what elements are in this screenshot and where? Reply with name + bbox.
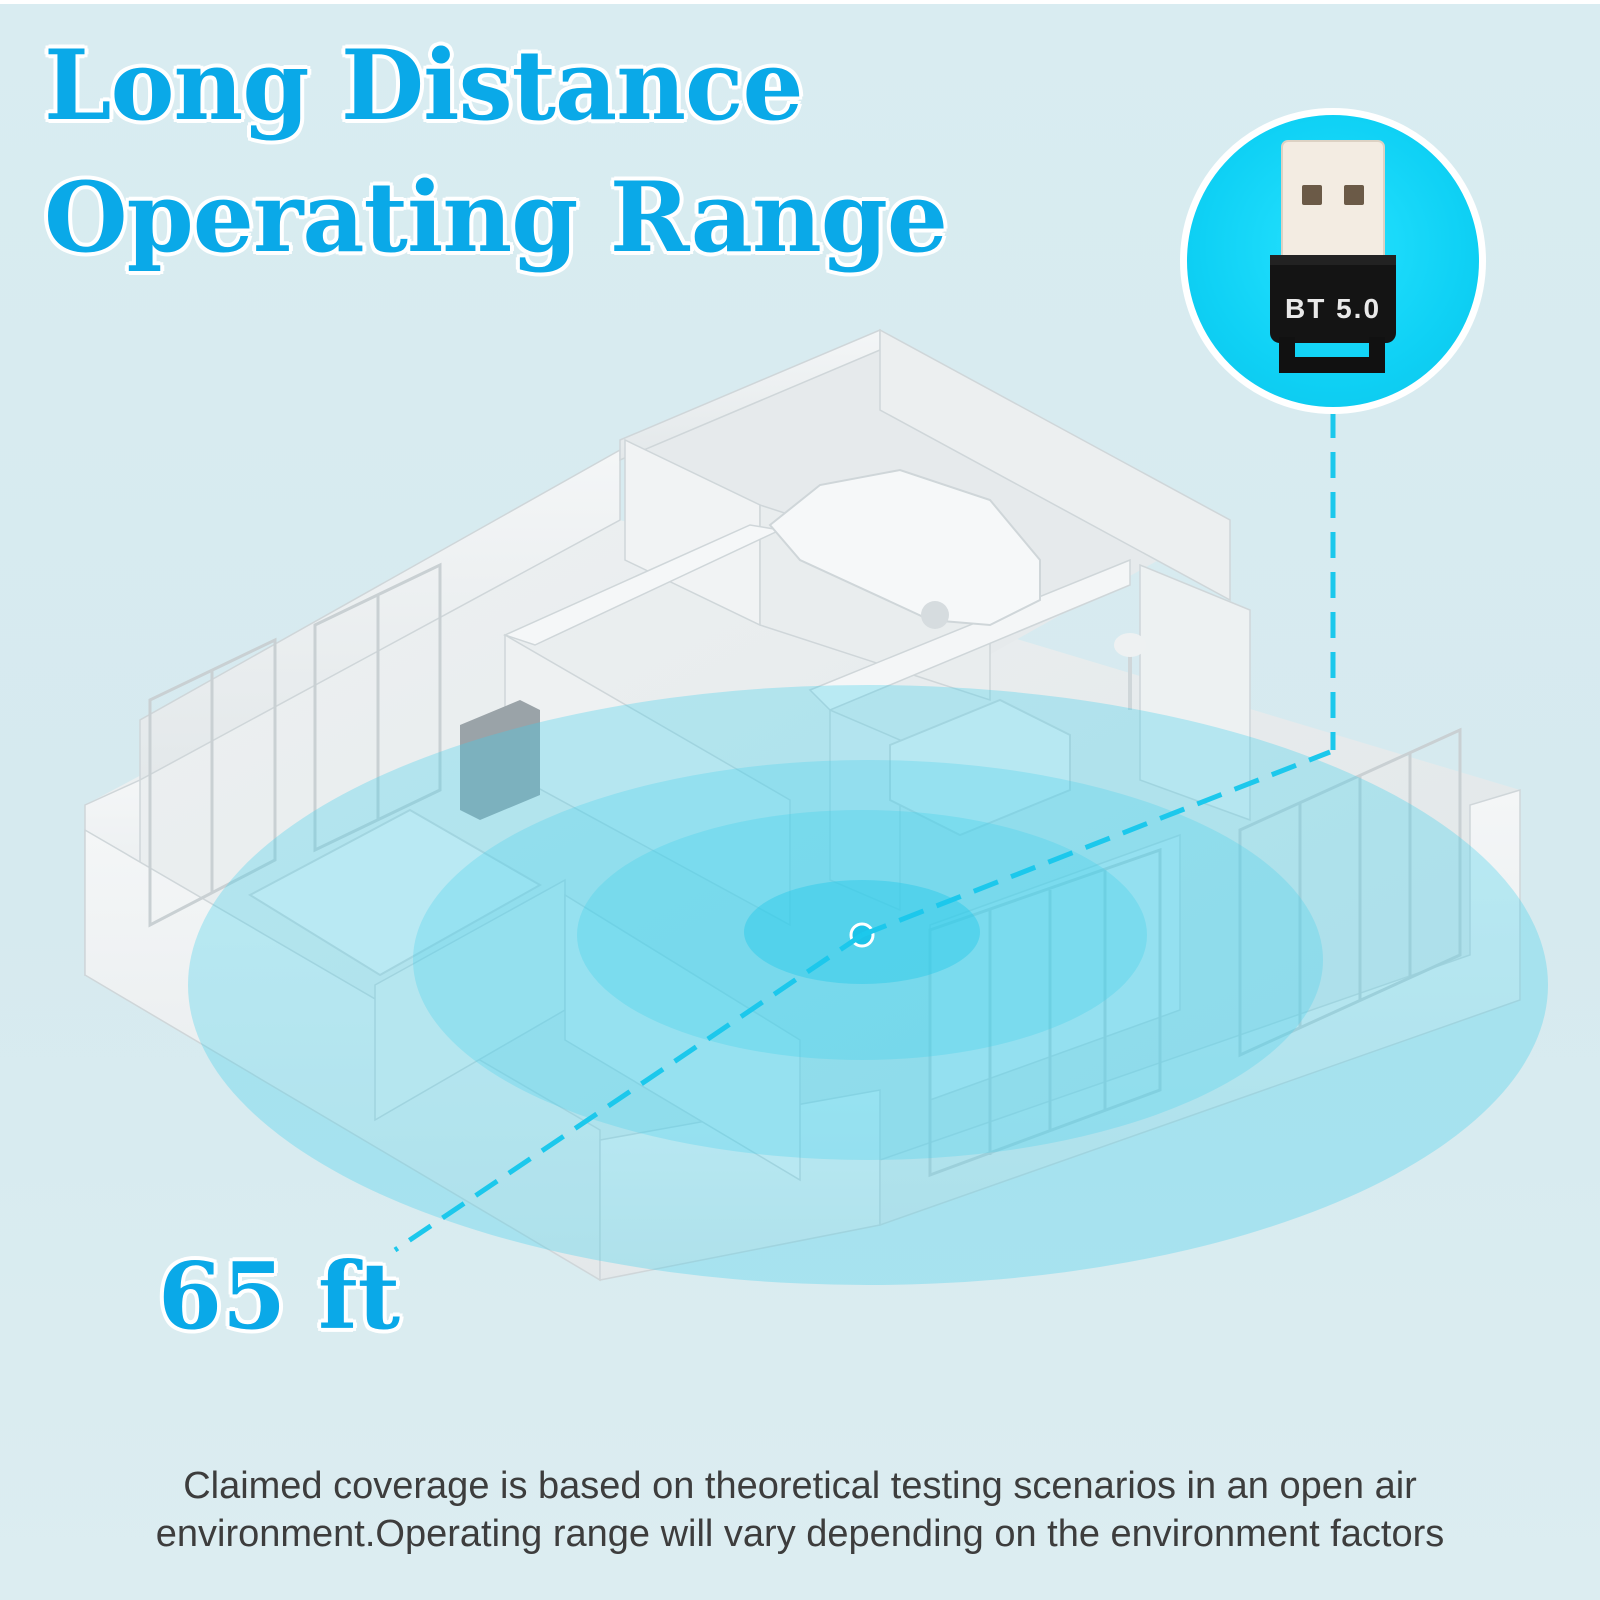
- disclaimer-text: Claimed coverage is based on theoretical…: [40, 1462, 1560, 1558]
- device-model-label: BT 5.0: [1284, 293, 1382, 324]
- furniture: [247, 468, 1146, 977]
- headline-line-2: Operating Range: [44, 161, 948, 274]
- signal-ring-outer: [188, 685, 1548, 1285]
- house-walls: [84, 328, 1521, 1282]
- range-guides: [393, 412, 1336, 1253]
- device-callout-badge: BT 5.0: [1180, 108, 1486, 414]
- usb-bluetooth-adapter-icon: [1270, 140, 1396, 373]
- headline-line-1: Long Distance: [44, 29, 804, 142]
- signal-ring-3: [413, 760, 1323, 1160]
- signal-rings: [188, 685, 1548, 1285]
- disclaimer-line-2: environment.Operating range will vary de…: [155, 1513, 1445, 1555]
- windows: [148, 562, 1462, 1178]
- range-line-left: [393, 932, 864, 1253]
- disclaimer-line-1: Claimed coverage is based on theoretical…: [183, 1465, 1417, 1507]
- range-line-right: [861, 749, 1331, 938]
- range-distance-label: 65 ft: [158, 1242, 401, 1350]
